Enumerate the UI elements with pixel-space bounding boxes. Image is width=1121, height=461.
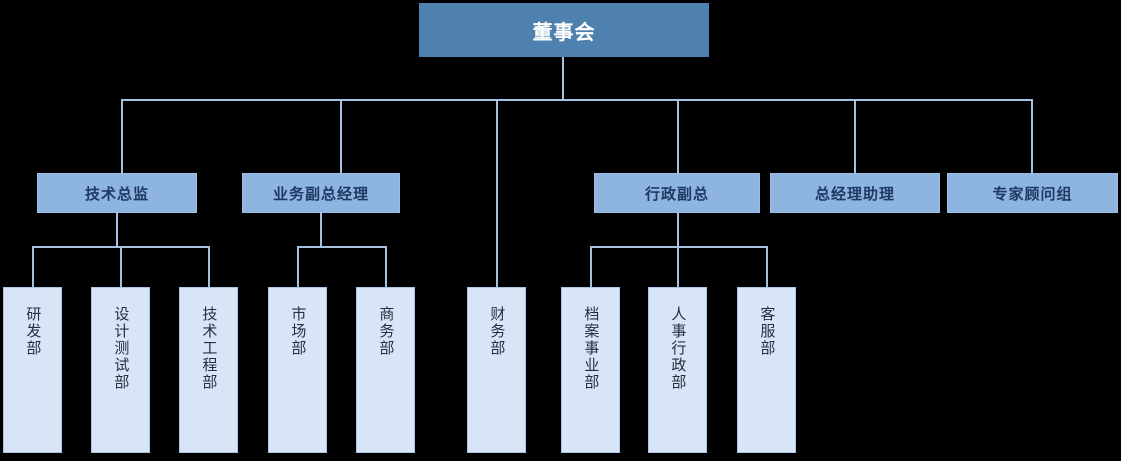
node-technical-director[interactable]: 技术总监 [37,173,197,213]
connector-stem-jishuzongjian [116,213,118,247]
connector-drop-shichangbu [297,246,299,288]
node-label: 市场部 [289,306,308,357]
node-label: 研发部 [24,306,43,357]
connector-drop-yewufuzongjingli [340,99,342,173]
node-label: 董事会 [532,19,596,44]
node-marketing-department[interactable]: 市场部 [268,287,327,453]
node-label: 行政副总 [644,184,709,203]
node-label: 专家顾问组 [992,184,1073,203]
node-board-of-directors[interactable]: 董事会 [419,3,709,57]
connector-drop-yanfabu [32,246,34,288]
node-business-vp[interactable]: 业务副总经理 [242,173,400,213]
node-label: 客服部 [758,306,777,357]
connector-bus-xingzhengfuzong [590,246,768,248]
node-label: 档案事业部 [582,306,601,391]
connector-root-bus [121,99,1033,101]
node-rd-department[interactable]: 研发部 [3,287,62,453]
connector-drop-shejiceshibu [120,246,122,288]
node-label: 商务部 [377,306,396,357]
node-label: 业务副总经理 [272,184,369,203]
node-hr-admin-department[interactable]: 人事行政部 [648,287,707,453]
connector-drop-zongjinglizhuli [854,99,856,173]
node-admin-vp[interactable]: 行政副总 [594,173,760,213]
node-commerce-department[interactable]: 商务部 [356,287,415,453]
node-label: 总经理助理 [814,184,895,203]
node-customer-service-department[interactable]: 客服部 [737,287,796,453]
connector-drop-kefubu [766,246,768,288]
connector-drop-jishugongchengbu [208,246,210,288]
connector-drop-danganshiyebu [590,246,592,288]
connector-stem-yewufuzongjingli [320,213,322,247]
connector-drop-xingzhengfuzong [677,99,679,173]
node-expert-advisory-group[interactable]: 专家顾问组 [947,173,1118,213]
node-archives-department[interactable]: 档案事业部 [561,287,620,453]
node-label: 技术工程部 [200,306,219,391]
connector-drop-renshixingzhengbu [677,246,679,288]
node-label: 人事行政部 [669,306,688,391]
connector-drop-zhuanjiaguwenzu [1031,99,1033,173]
node-label: 财务部 [488,306,507,357]
connector-drop-caiwubu [496,99,498,287]
node-design-test-department[interactable]: 设计测试部 [91,287,150,453]
node-finance-department[interactable]: 财务部 [467,287,526,453]
node-tech-engineering-department[interactable]: 技术工程部 [179,287,238,453]
node-label: 设计测试部 [112,306,131,391]
connector-drop-shangwubu [385,246,387,288]
node-label: 技术总监 [84,184,149,203]
connector-root-stem [562,57,564,101]
connector-drop-jishuzongjian [121,99,123,173]
node-gm-assistant[interactable]: 总经理助理 [770,173,940,213]
connector-bus-yewufuzongjingli [297,246,387,248]
connector-stem-xingzhengfuzong [677,213,679,247]
